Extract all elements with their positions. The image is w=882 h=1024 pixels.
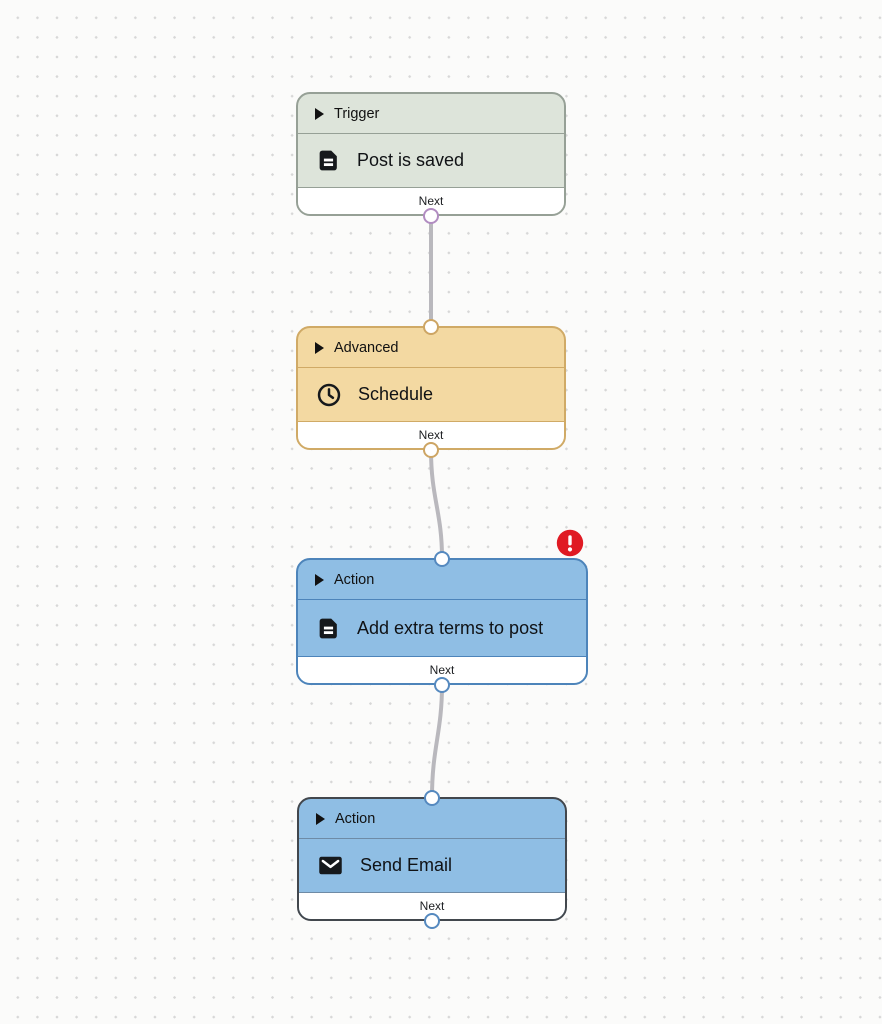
node-body[interactable]: Send Email [299, 839, 565, 892]
collapse-triangle-icon [315, 812, 325, 825]
collapse-triangle-icon [314, 341, 324, 354]
node-title: Send Email [360, 855, 453, 875]
node-category-label: Action [334, 571, 375, 588]
error-badge[interactable] [556, 529, 584, 557]
node-footer: Next [298, 656, 586, 683]
clock-icon [316, 382, 342, 408]
node-category-label: Advanced [334, 339, 399, 356]
next-label: Next [419, 899, 445, 913]
node-title: Schedule [358, 384, 434, 404]
input-port[interactable] [424, 789, 440, 806]
input-port[interactable] [423, 318, 439, 335]
node-footer: Next [298, 187, 564, 214]
output-port[interactable] [424, 912, 440, 929]
document-icon [316, 148, 341, 173]
output-port[interactable] [434, 676, 450, 693]
collapse-triangle-icon [314, 573, 324, 586]
output-port[interactable] [423, 441, 439, 458]
node-header[interactable]: Trigger [298, 94, 564, 134]
node-category-label: Trigger [334, 105, 380, 122]
edge-action1-to-action2[interactable] [430, 684, 444, 798]
node-trigger[interactable]: Trigger Post is saved Next [296, 92, 566, 224]
node-header[interactable]: Advanced [298, 328, 564, 368]
node-body[interactable]: Add extra terms to post [298, 600, 586, 656]
node-action-send-email[interactable]: Action Send Email Next [297, 789, 567, 929]
input-port[interactable] [434, 550, 450, 567]
node-title: Post is saved [357, 150, 465, 170]
node-body[interactable]: Post is saved [298, 134, 564, 187]
node-action-add-extra-terms[interactable]: Action Add extra terms to post Next [296, 550, 588, 693]
next-label: Next [418, 194, 444, 208]
email-icon [317, 852, 344, 879]
collapse-triangle-icon [314, 107, 324, 120]
node-footer: Next [298, 421, 564, 448]
edge-advanced-to-action1[interactable] [429, 449, 444, 559]
node-body[interactable]: Schedule [298, 368, 564, 421]
node-advanced-schedule[interactable]: Advanced Schedule Next [296, 318, 566, 458]
next-label: Next [418, 428, 444, 442]
output-port[interactable] [423, 207, 439, 224]
node-category-label: Action [335, 810, 376, 827]
node-header[interactable]: Action [298, 560, 586, 600]
node-title: Add extra terms to post [357, 617, 544, 638]
next-label: Next [429, 663, 455, 677]
document-icon [316, 616, 341, 641]
node-header[interactable]: Action [299, 799, 565, 839]
